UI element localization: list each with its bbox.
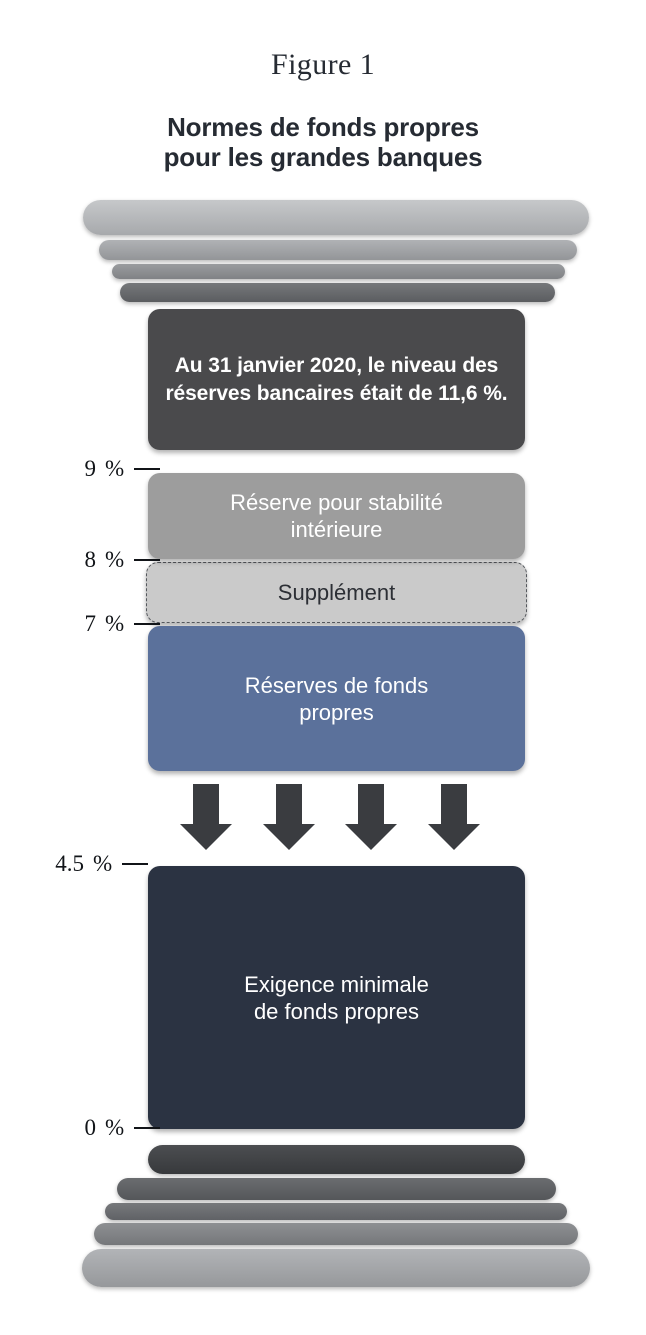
axis-tick-unit: % bbox=[93, 851, 113, 876]
block-dsb-label: Réserve pour stabilité intérieure bbox=[214, 489, 459, 543]
figure-label: Figure 1 bbox=[270, 48, 376, 81]
axis-tick-4-5: 4.5 % bbox=[28, 851, 149, 877]
axis-tick-0: 0 % bbox=[40, 1115, 161, 1141]
base-slab-3 bbox=[105, 1203, 567, 1220]
callout-text: Au 31 janvier 2020, le niveau des réserv… bbox=[148, 352, 525, 408]
title-line-1: Normes de fonds propres bbox=[167, 112, 479, 142]
block-dsb-label-line2: intérieure bbox=[290, 517, 383, 542]
block-minimum-label-line2: de fonds propres bbox=[253, 998, 420, 1024]
block-buffers-label-line2: propres bbox=[299, 699, 374, 725]
base-slab-5 bbox=[82, 1249, 590, 1287]
axis-tick-value: 0 bbox=[84, 1115, 97, 1140]
axis-tick-dash bbox=[122, 863, 149, 865]
axis-tick-dash bbox=[134, 559, 161, 561]
axis-tick-unit: % bbox=[105, 1115, 125, 1140]
block-minimum-label: Exigence minimale de fonds propres bbox=[228, 971, 445, 1025]
axis-tick-dash bbox=[134, 623, 161, 625]
arrow-down-icon bbox=[345, 784, 398, 850]
block-minimum-label-line1: Exigence minimale bbox=[244, 971, 429, 997]
capital-slab-3 bbox=[112, 264, 565, 279]
base-slab-1 bbox=[148, 1145, 525, 1174]
arrow-down-icon bbox=[427, 784, 480, 850]
arrow-row bbox=[180, 784, 480, 854]
block-buffers-label-line1: Réserves de fonds bbox=[244, 672, 429, 698]
axis-tick-9: 9 % bbox=[40, 456, 161, 482]
axis-tick-value: 9 bbox=[84, 456, 97, 481]
axis-tick-value: 7 bbox=[84, 611, 97, 636]
axis-tick-dash bbox=[134, 468, 161, 470]
arrow-down-icon bbox=[262, 784, 315, 850]
block-domestic-stability-buffer: Réserve pour stabilité intérieure bbox=[148, 473, 525, 559]
callout-box: Au 31 janvier 2020, le niveau des réserv… bbox=[148, 309, 525, 450]
page-title: Normes de fonds propres pour les grandes… bbox=[0, 112, 646, 172]
axis-tick-7: 7 % bbox=[40, 611, 161, 637]
block-capital-buffers: Réserves de fonds propres bbox=[148, 626, 525, 771]
arrow-down-icon bbox=[180, 784, 232, 850]
axis-tick-value: 4.5 bbox=[55, 851, 84, 876]
callout-text-part1: Au 31 janvier 2020, le niveau des réserv… bbox=[165, 353, 499, 405]
callout-value: 11,6 % bbox=[438, 381, 502, 405]
capital-slab-1 bbox=[83, 200, 589, 235]
block-dsb-label-line1: Réserve pour stabilité bbox=[230, 490, 443, 515]
block-buffers-label: Réserves de fonds propres bbox=[229, 672, 444, 726]
axis-tick-unit: % bbox=[105, 611, 125, 636]
axis-tick-unit: % bbox=[105, 547, 125, 572]
capital-slab-4 bbox=[120, 283, 555, 302]
block-surcharge-label: Supplément bbox=[277, 580, 396, 605]
block-minimum-capital-requirement: Exigence minimale de fonds propres bbox=[148, 866, 525, 1129]
block-surcharge: Supplément bbox=[146, 562, 527, 623]
axis-tick-dash bbox=[134, 1127, 161, 1129]
axis-tick-unit: % bbox=[105, 456, 125, 481]
base-slab-2 bbox=[117, 1178, 556, 1200]
callout-text-part2: . bbox=[501, 381, 508, 405]
title-line-2: pour les grandes banques bbox=[163, 142, 483, 172]
base-slab-4 bbox=[94, 1223, 578, 1245]
axis-tick-value: 8 bbox=[84, 547, 97, 572]
capital-slab-2 bbox=[99, 240, 577, 260]
axis-tick-8: 8 % bbox=[40, 547, 161, 573]
